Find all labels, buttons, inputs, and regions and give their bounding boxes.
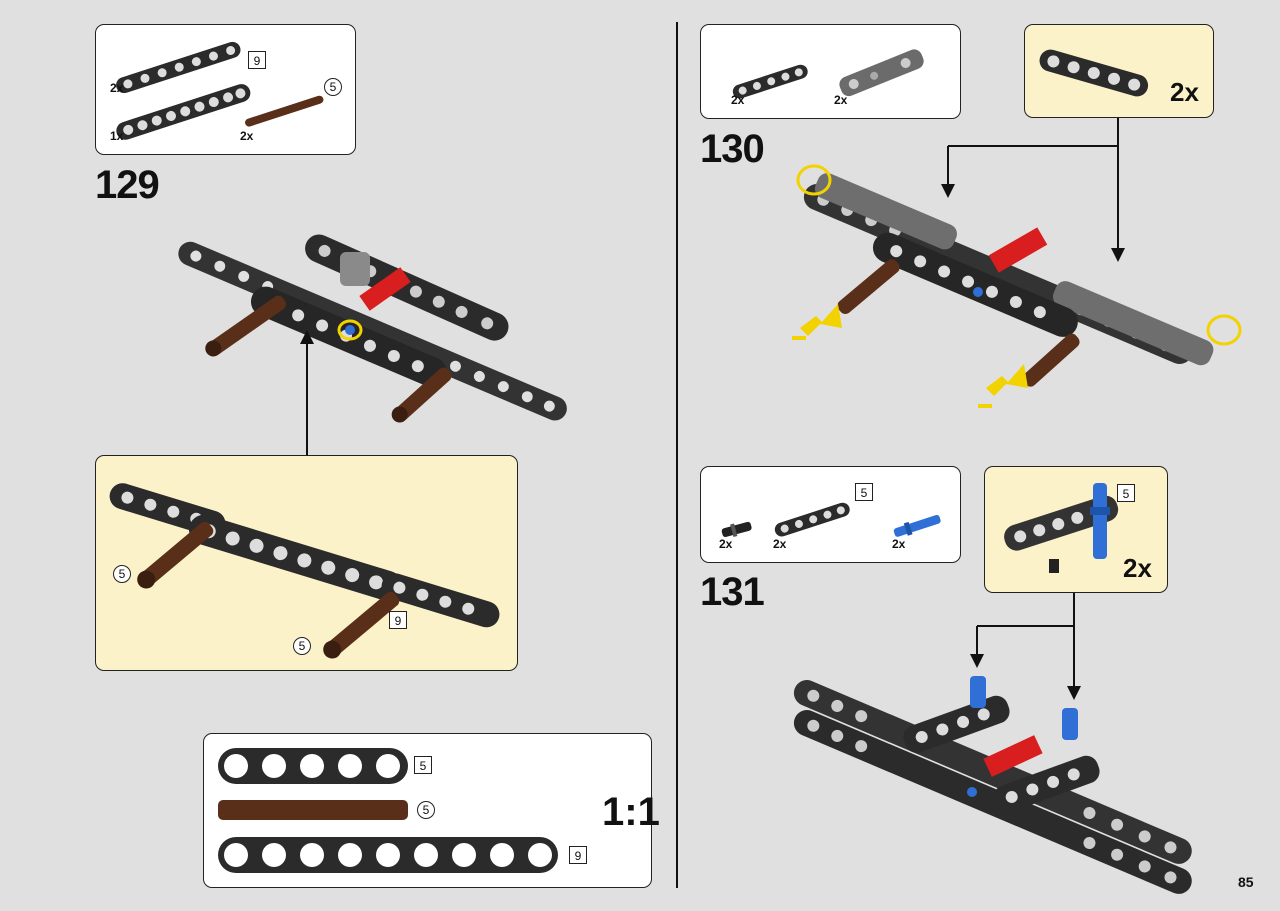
parts-box-step-131: 2x 2x 5 2x bbox=[700, 466, 961, 563]
scale-reference-illustration bbox=[218, 748, 558, 873]
part-qty-connector: 2x bbox=[834, 93, 848, 107]
callout-illustration bbox=[109, 483, 500, 659]
part-size-beam-9: 9 bbox=[248, 51, 266, 69]
step-130-model bbox=[792, 118, 1242, 408]
subassembly-callout-step-131: 5 2x bbox=[984, 466, 1168, 593]
step-129-model bbox=[178, 234, 567, 455]
part-qty-beam-9: 1x bbox=[110, 129, 124, 143]
part-qty-beam-5: 2x bbox=[731, 93, 745, 107]
parts-illustration bbox=[732, 49, 924, 99]
part-qty-axle-5: 2x bbox=[240, 129, 254, 143]
step-number-130: 130 bbox=[700, 127, 765, 171]
callout-illustration bbox=[1039, 49, 1149, 97]
part-qty-beam-5: 2x bbox=[773, 537, 787, 551]
callout-size-axle-b: 5 bbox=[293, 637, 311, 655]
callout-multiplier: 2x bbox=[1170, 77, 1199, 107]
part-qty-beam-5: 2x bbox=[110, 81, 124, 95]
reference-size-axle-5: 5 bbox=[417, 801, 435, 819]
subassembly-callout-step-129: 5 5 9 bbox=[95, 455, 518, 671]
part-qty-pin-black: 2x bbox=[719, 537, 733, 551]
callout-multiplier: 2x bbox=[1123, 553, 1152, 583]
reference-size-beam-9: 9 bbox=[569, 846, 587, 864]
page-number: 85 bbox=[1238, 874, 1254, 890]
callout-size-beam: 5 bbox=[1117, 484, 1135, 502]
scale-reference-box: 5 5 9 1:1 bbox=[203, 733, 660, 888]
callout-illustration bbox=[1004, 483, 1119, 573]
step-131-model bbox=[793, 593, 1192, 894]
part-size-beam-5: 5 bbox=[855, 483, 873, 501]
step-number-129: 129 bbox=[95, 163, 160, 207]
parts-box-step-129: 2x 1x 9 2x 5 bbox=[95, 24, 356, 155]
subassembly-callout-step-130: 2x bbox=[1024, 24, 1214, 118]
parts-box-step-130: 2x 2x bbox=[700, 24, 961, 119]
part-qty-pin-blue: 2x bbox=[892, 537, 906, 551]
step-number-131: 131 bbox=[700, 570, 765, 614]
reference-size-beam-5: 5 bbox=[414, 756, 432, 774]
page-divider bbox=[676, 22, 678, 888]
scale-label: 1:1 bbox=[602, 790, 660, 834]
part-size-axle-5: 5 bbox=[324, 78, 342, 96]
callout-size-beam-9: 9 bbox=[389, 611, 407, 629]
callout-size-axle-a: 5 bbox=[113, 565, 131, 583]
parts-illustration bbox=[721, 502, 941, 538]
parts-illustration bbox=[116, 41, 324, 140]
